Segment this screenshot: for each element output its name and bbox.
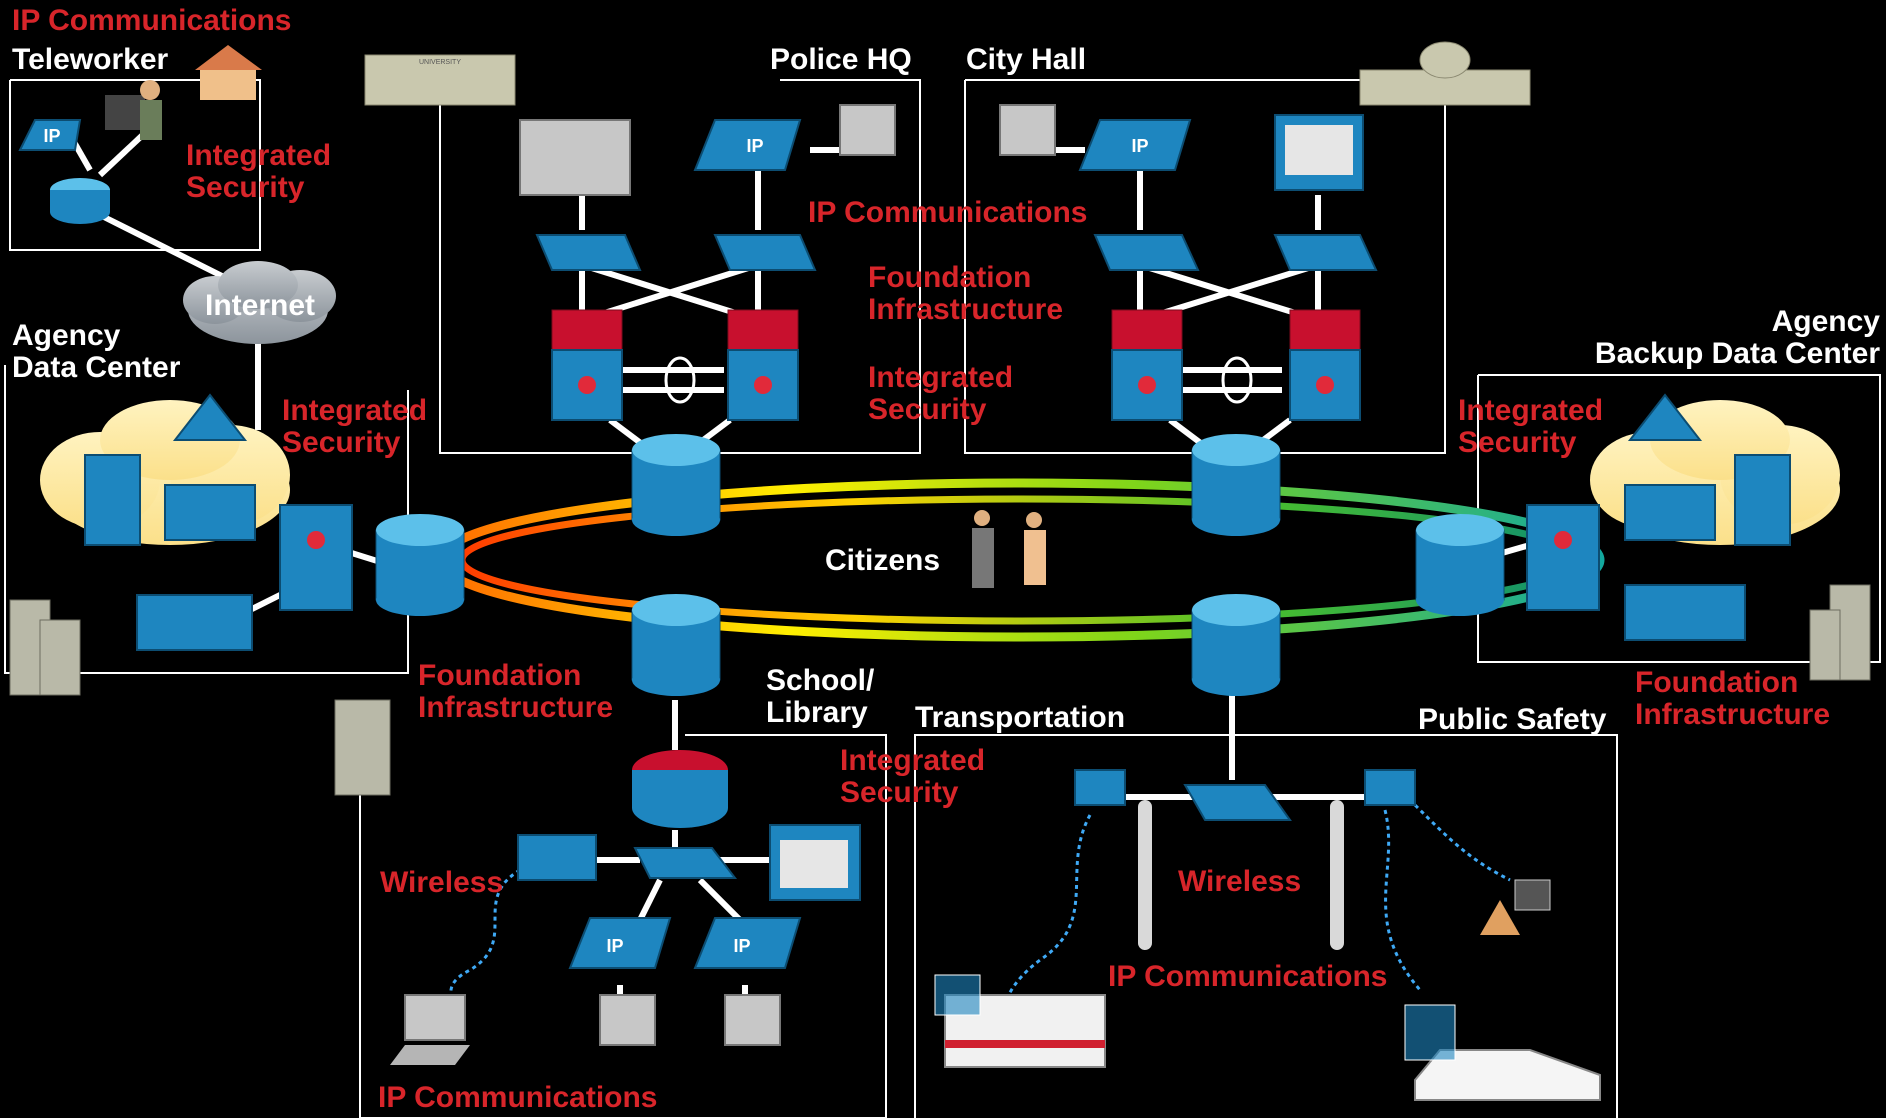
internet-label: Internet	[205, 289, 316, 322]
building-icon	[9, 584, 1871, 796]
agency-dc-title: Agency Data Center	[12, 319, 181, 384]
center-ip-label: IP Communications	[808, 196, 1088, 229]
firewall-icon	[551, 309, 1361, 351]
ip-comm-top-label: IP Communications	[12, 4, 292, 37]
teleworker-title: Teleworker	[12, 43, 169, 76]
ip-phone-label: IP	[43, 126, 60, 146]
transport-wireless-label: Wireless	[1178, 865, 1302, 898]
ip-phone-icon	[18, 119, 1192, 969]
backup-security-label: Integrated Security	[1458, 394, 1604, 459]
house-icon	[195, 45, 262, 100]
police-hq-title: Police HQ	[770, 43, 912, 76]
police-hq-box	[439, 79, 921, 454]
foundation-left-label: Foundation Infrastructure	[418, 659, 614, 724]
school-security-label: Integrated Security	[840, 744, 986, 809]
public-safety-box	[914, 734, 1618, 1118]
university-building-icon: UNIVERSITY	[364, 54, 516, 106]
public-safety-title: Public Safety	[1418, 703, 1607, 736]
worker-icon	[105, 80, 162, 140]
poles	[1138, 800, 1344, 950]
police-car-icon	[1404, 1004, 1601, 1101]
school-box	[359, 734, 887, 1118]
server-icon	[84, 454, 1791, 651]
router-icon	[50, 178, 728, 828]
center-foundation-label: Foundation Infrastructure	[868, 261, 1064, 326]
ml-switch-dots	[307, 376, 1572, 549]
laptop-icon	[390, 994, 470, 1065]
internet-cloud-icon	[183, 261, 336, 344]
school-ip-label: IP Communications	[378, 1081, 658, 1114]
region-boxes	[4, 79, 1881, 1118]
ip-phone-label: IP	[746, 136, 763, 156]
backup-foundation-label: Foundation Infrastructure	[1635, 666, 1831, 731]
teleworker-security-label: Integrated Security	[186, 139, 332, 204]
pda-icon	[1480, 879, 1551, 935]
ip-phone-label: IP	[606, 936, 623, 956]
capitol-building-icon	[1359, 41, 1531, 106]
bus-icon	[934, 974, 1106, 1068]
school-wireless-label: Wireless	[380, 866, 504, 899]
school-title: School/ Library	[766, 664, 875, 729]
multilayer-switch-icon	[279, 349, 1600, 611]
citizens-label: Citizens	[825, 544, 941, 577]
citizen-icon	[972, 510, 1046, 588]
pc-icon	[519, 104, 1056, 1046]
ip-phone-label: IP	[733, 936, 750, 956]
city-hall-title: City Hall	[966, 43, 1087, 76]
transportation-title: Transportation	[915, 701, 1126, 734]
backup-dc-title: Agency Backup Data Center	[1594, 305, 1880, 370]
core-switch-icon	[375, 434, 1505, 696]
city-hall-box	[964, 79, 1446, 454]
center-security-label: Integrated Security	[868, 361, 1014, 426]
agency-dc-security-label: Integrated Security	[282, 394, 428, 459]
teleworker-box	[9, 79, 261, 251]
wireless-ap-icon	[517, 769, 1416, 881]
switch-icon	[535, 234, 1378, 879]
ip-phone-label: IP	[1131, 136, 1148, 156]
directory-icon	[172, 393, 1703, 441]
transport-ip-label: IP Communications	[1108, 960, 1388, 993]
svg-text:UNIVERSITY: UNIVERSITY	[419, 59, 461, 66]
